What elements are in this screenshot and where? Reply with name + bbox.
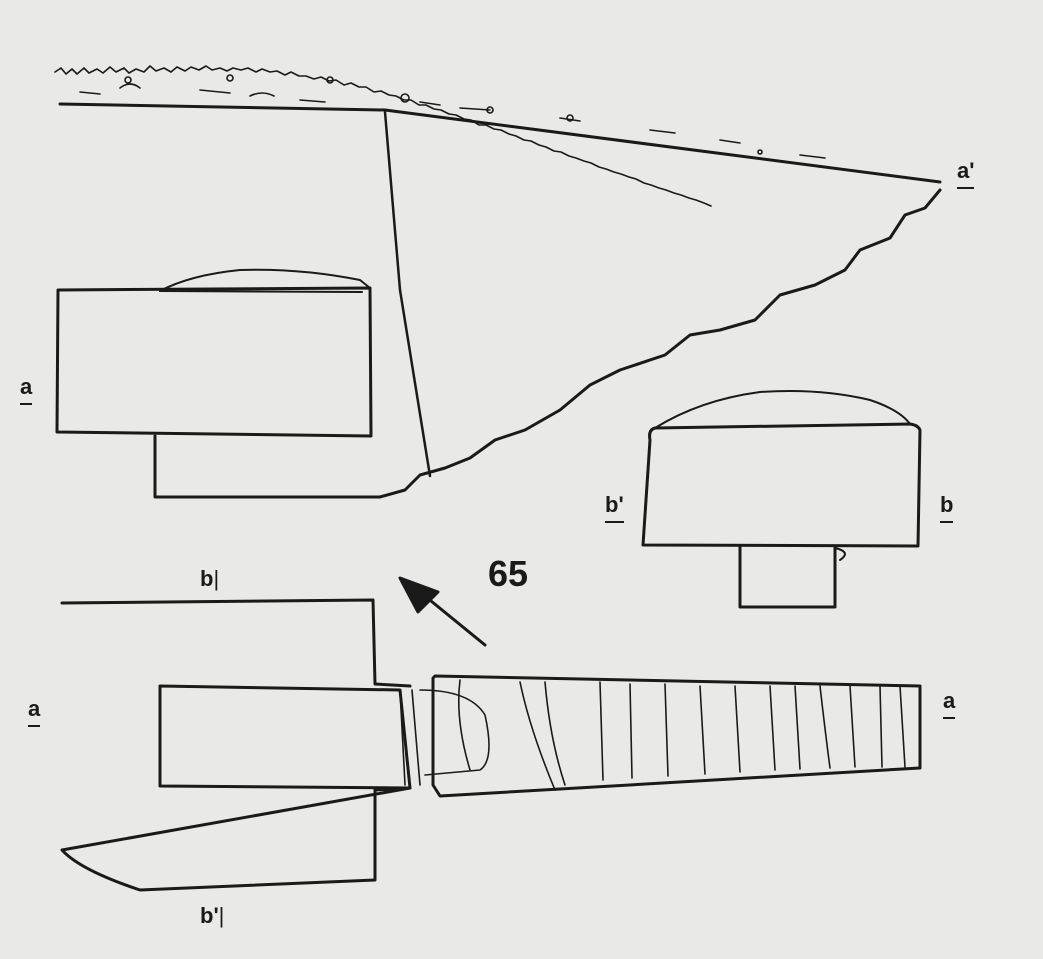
plan-chamber-outline (60, 598, 412, 892)
label-b-prime-plan-bottom: b'| (200, 903, 225, 928)
label-text: b' (605, 492, 624, 523)
plan-passage (431, 674, 922, 798)
figure-number: 65 (488, 553, 529, 594)
stepped-slope-line (153, 188, 942, 499)
label-b-section: b (940, 492, 954, 523)
label-text: a (28, 696, 41, 727)
label-a-prime-top: a' (957, 158, 975, 189)
label-text: a (20, 374, 33, 405)
label-text: a' (957, 158, 975, 189)
label-b-plan-top: b| (200, 566, 220, 591)
label-text: b (200, 566, 214, 591)
label-text: b (940, 492, 954, 523)
chamber-section-block (55, 286, 373, 438)
ground-surface-line (58, 102, 942, 184)
passage-hatching (399, 679, 906, 791)
capstone-section (159, 268, 371, 292)
trench-edge-line (383, 110, 432, 478)
label-a-section: a (20, 374, 33, 405)
section-b-stem (738, 544, 837, 609)
vegetation-hatching (54, 65, 826, 207)
label-b-prime-section: b' (605, 492, 624, 523)
label-text: a (943, 688, 956, 719)
section-b-capstone (654, 390, 911, 429)
section-b-block (641, 422, 922, 548)
label-a-plan-left: a (28, 696, 41, 727)
north-arrow-icon (398, 576, 487, 647)
label-text: b' (200, 903, 219, 928)
label-a-plan-right: a (943, 688, 956, 719)
plan-inner-chamber (158, 684, 412, 790)
